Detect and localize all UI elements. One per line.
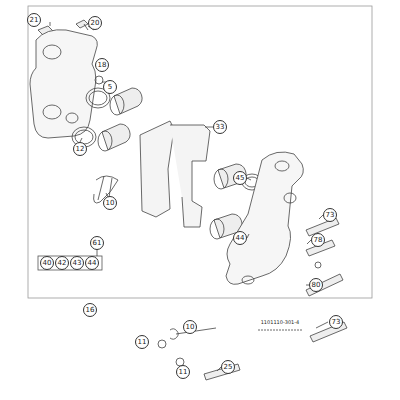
callout-number: 10: [183, 320, 197, 334]
callout-number: 43: [70, 256, 84, 270]
callout-number: 78: [311, 233, 325, 247]
callout-number: 25: [221, 360, 235, 374]
callout-number: 44: [233, 231, 247, 245]
callout-number: 80: [309, 278, 323, 292]
callout-number: 20: [88, 16, 102, 30]
callout-number: 61: [90, 236, 104, 250]
callout-number: 16: [83, 303, 97, 317]
callout-number: 11: [135, 335, 149, 349]
callout-number: 33: [213, 120, 227, 134]
callout-number: 10: [103, 196, 117, 210]
callout-number: 21: [27, 13, 41, 27]
callout-number: 5: [103, 80, 117, 94]
callout-number: 18: [95, 58, 109, 72]
callout-number: 42: [55, 256, 69, 270]
callout-number: 44: [85, 256, 99, 270]
callout-number: 73: [329, 315, 343, 329]
callout-number: 40: [40, 256, 54, 270]
callout-number: 12: [73, 142, 87, 156]
callout-number: 11: [176, 365, 190, 379]
callout-number: 73: [323, 208, 337, 222]
callout-number: 45: [233, 171, 247, 185]
part-note: 1101110-301-4: [260, 319, 301, 325]
